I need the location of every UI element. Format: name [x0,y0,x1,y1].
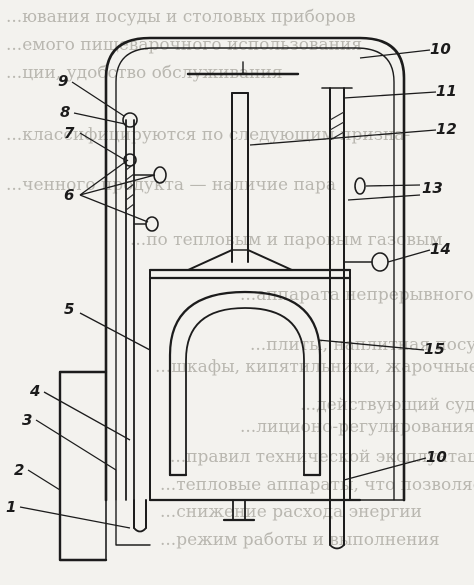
callout-3: 3 [22,411,32,429]
bleed-line: ...правил технической эксплуатации [170,447,474,467]
bleed-line: ...по тепловым и паровым газовым [130,230,443,250]
bottom-drain [222,499,256,522]
bleed-line: ...лиционо-регулирования [240,417,474,437]
bleed-line: ...ювания посуды и столовых приборов [6,7,356,27]
callout-14: 14 [430,240,451,258]
bleed-line: ...тепловые аппараты, что позволяет [160,475,474,495]
callout-15: 15 [424,340,445,358]
callout-6: 6 [64,186,74,204]
leader-lines [19,49,437,529]
bleed-line: ...режим работы и выполнения [160,530,440,550]
bleed-line: ...шкафы, кипятильники, жарочные [155,357,474,377]
callout-labels: 1 2 3 4 5 6 7 8 9 10 10 11 12 13 14 15 [6,40,457,516]
callout-8: 8 [60,103,70,121]
bleed-line: ...действующий сударь [300,395,474,415]
bleed-line: ...емого пищеварочного использования [6,35,362,55]
callout-5: 5 [64,300,74,318]
feed-pipe [58,370,151,562]
callout-9: 9 [58,72,68,90]
gauge-glass [122,112,167,501]
callout-10-bottom: 10 [426,448,447,466]
central-pipe [186,61,300,271]
bleed-line: ...аппарата непрерывного действия [240,285,474,305]
bleed-line: ...снижение расхода энергии [160,502,422,522]
callout-13: 13 [422,179,443,197]
callout-1: 1 [6,498,16,516]
callout-4: 4 [29,382,40,400]
heating-u-tube [168,290,322,477]
callout-12: 12 [436,120,457,138]
boiler-shell [104,36,406,502]
bleed-line: ...ции, удобство обслуживания [6,63,283,83]
callout-2: 2 [14,461,24,479]
callout-10-top: 10 [430,40,451,58]
bleed-through-text: ...ювания посуды и столовых приборов ...… [6,7,474,550]
callout-7: 7 [64,124,75,142]
callout-11: 11 [436,82,457,100]
inner-vessel [148,268,352,501]
bleed-line: ...ченного продукта — наличие пара [6,175,336,195]
